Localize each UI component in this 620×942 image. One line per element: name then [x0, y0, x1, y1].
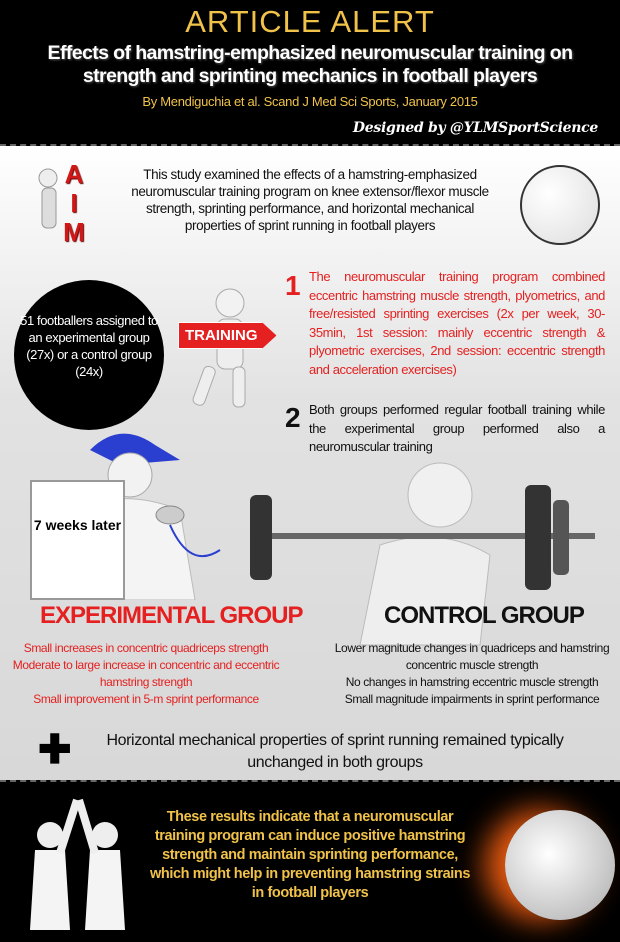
title-line-1: Effects of hamstring-emphasized neuromus… — [47, 42, 573, 64]
point-1-text: The neuromuscular training program combi… — [309, 269, 605, 377]
article-title: Effects of hamstring-emphasized neuromus… — [0, 42, 620, 88]
byline: By Mendiguchia et al. Scand J Med Sci Sp… — [142, 94, 478, 109]
soccer-ball-icon — [520, 165, 600, 245]
training-sign: TRAINING — [178, 322, 277, 349]
flaming-soccer-ball-icon — [505, 810, 615, 920]
high-five-figures-icon — [30, 798, 125, 930]
horizontal-mechanics-text: Horizontal mechanical properties of spri… — [106, 732, 564, 771]
clipboard: 7 weeks later — [30, 480, 125, 600]
aim-letters: AIM — [63, 159, 85, 247]
aim-figure-icon — [38, 168, 58, 229]
control-group-title: CONTROL GROUP — [384, 602, 585, 629]
experimental-results: Small increases in concentric quadriceps… — [10, 640, 282, 708]
control-result: Small magnitude impairments in sprint pe… — [344, 692, 600, 706]
article-alert-heading: ARTICLE ALERT — [185, 4, 435, 39]
experimental-result: Small improvement in 5-m sprint performa… — [33, 692, 259, 706]
experimental-group-title: EXPERIMENTAL GROUP — [40, 602, 303, 629]
content-area — [0, 146, 620, 780]
participants-circle: 51 footballers assigned to an experiment… — [14, 280, 164, 430]
header: ARTICLE ALERT Effects of hamstring-empha… — [0, 0, 620, 146]
person-figure-icon — [192, 288, 246, 408]
control-result: No changes in hamstring eccentric muscle… — [345, 675, 599, 689]
control-results: Lower magnitude changes in quadriceps an… — [332, 640, 612, 708]
conclusion-text: These results indicate that a neuromuscu… — [150, 809, 470, 901]
plus-icon: ✚ — [38, 728, 72, 772]
experimental-result: Moderate to large increase in concentric… — [12, 658, 280, 689]
control-result: Lower magnitude changes in quadriceps an… — [334, 641, 610, 672]
point-1-number: 1 — [285, 270, 301, 301]
point-2-text: Both groups performed regular football t… — [309, 402, 605, 454]
aim-text: This study examined the effects of a ham… — [131, 167, 489, 233]
designed-by: Designed by @YLMSportScience — [352, 120, 598, 136]
point-2-number: 2 — [285, 402, 301, 433]
experimental-result: Small increases in concentric quadriceps… — [23, 641, 269, 655]
title-line-2: strength and sprinting mechanics in foot… — [82, 65, 538, 87]
barbell-figure-icon — [250, 462, 595, 646]
